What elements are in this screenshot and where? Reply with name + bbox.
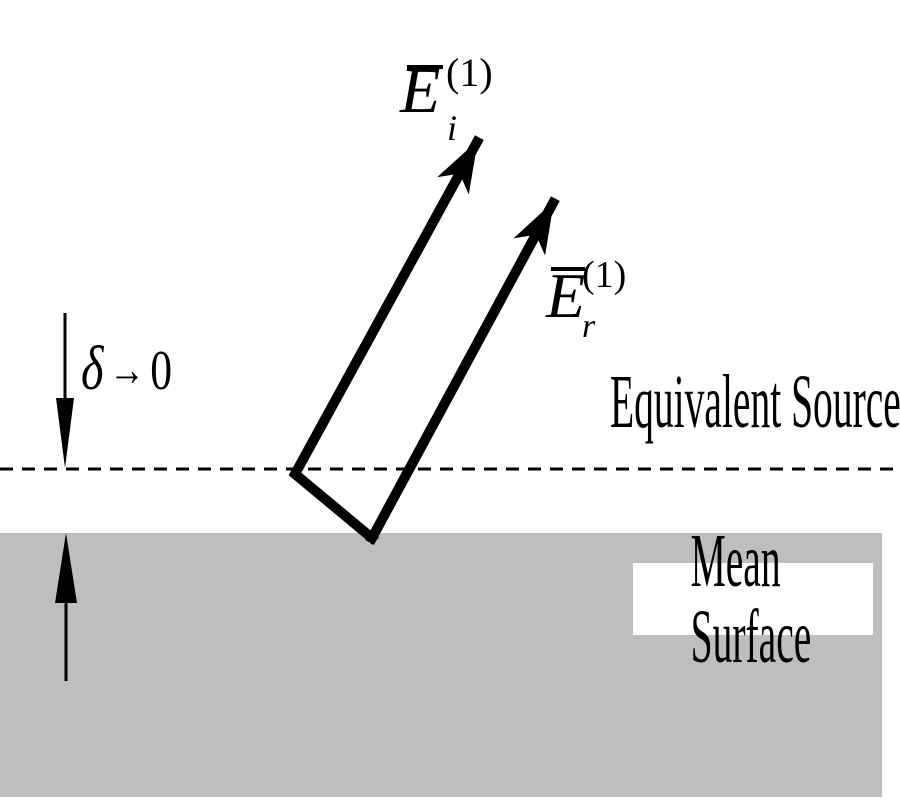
delta-arrow-up <box>55 533 77 681</box>
reflected-field-label: E (1) r <box>546 254 627 353</box>
delta-annotation: δ → 0 <box>81 338 172 400</box>
equivalent-source-label: Equivalent Source <box>610 360 900 444</box>
field-subscript: r <box>582 308 596 345</box>
incident-field-vector <box>288 135 484 546</box>
field-symbol: E <box>400 54 441 127</box>
incident-field-label: E (1) i <box>400 53 493 153</box>
mean-surface-label-box: Mean Surface <box>633 523 873 675</box>
field-subscript: i <box>447 108 458 148</box>
vector-overbar <box>407 65 443 69</box>
delta-symbol: δ <box>81 335 104 403</box>
limit-arrow-icon: → <box>108 344 145 395</box>
delta-arrow-down <box>56 313 74 468</box>
field-symbol: E <box>546 260 586 331</box>
field-superscript: (1) <box>582 254 627 296</box>
vector-overbar <box>551 267 585 271</box>
field-superscript: (1) <box>446 50 493 95</box>
reflected-field-vector <box>365 196 560 545</box>
delta-limit-value: 0 <box>150 340 173 402</box>
mean-surface-label: Mean Surface <box>690 519 812 679</box>
